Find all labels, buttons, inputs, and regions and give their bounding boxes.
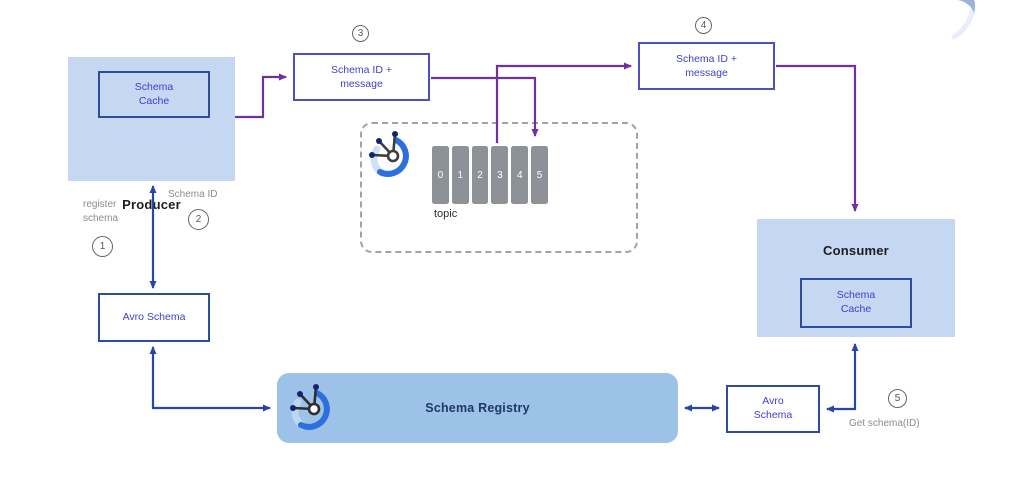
partition-3-label: 3 <box>497 169 503 181</box>
step-circle-3: 3 <box>352 25 369 42</box>
topic-partition: 4 <box>511 146 529 204</box>
schema-id-message-label-consumer: Schema ID + message <box>676 52 737 79</box>
register-schema-label: register schema <box>83 199 119 224</box>
avro-schema-box-right: Avro Schema <box>726 385 820 433</box>
arrow-avro-consumer <box>826 343 859 413</box>
arrow-producer-to-msg3 <box>235 73 287 119</box>
schema-id-message-box-consumer: Schema ID + message <box>638 42 775 90</box>
get-schema-label: Get schema(ID) <box>849 418 920 429</box>
producer-box: Schema Cache Producer <box>68 57 235 212</box>
partition-4-label: 4 <box>516 169 523 181</box>
kafka-icon <box>290 384 330 430</box>
topic-partition: 1 <box>451 146 469 204</box>
step-2-number: 2 <box>195 214 202 225</box>
kafka-broker-container: 0 1 2 3 4 5 topic <box>360 122 638 253</box>
avro-schema-right-label: Avro Schema <box>753 395 793 421</box>
schema-id-label: Schema ID <box>168 189 218 200</box>
avro-schema-box-left: Avro Schema <box>98 293 210 342</box>
step-5-number: 5 <box>894 393 901 404</box>
topic-label: topic <box>434 208 458 220</box>
partition-0-label: 0 <box>437 169 444 181</box>
schema-registry-box: Schema Registry <box>277 373 678 443</box>
step-circle-4: 4 <box>695 17 712 34</box>
consumer-schema-cache-label: Schema Cache <box>836 289 876 315</box>
step-1-number: 1 <box>99 241 106 252</box>
consumer-schema-cache: Schema Cache <box>800 278 912 328</box>
topic-partition: 2 <box>471 146 489 204</box>
step-circle-2: 2 <box>188 209 209 230</box>
topic-partition: 3 <box>491 146 509 204</box>
producer-schema-cache: Schema Cache <box>98 71 210 118</box>
page-curl-decoration <box>951 0 976 40</box>
partition-2-label: 2 <box>477 169 483 181</box>
step-3-number: 3 <box>357 28 364 39</box>
step-circle-1: 1 <box>92 236 113 257</box>
avro-schema-left-label: Avro Schema <box>122 310 186 323</box>
topic-partition: 0 <box>432 146 449 204</box>
arrow-msg4-to-consumer <box>776 64 859 212</box>
partition-5-label: 5 <box>536 169 543 181</box>
schema-id-message-box-producer: Schema ID + message <box>293 53 430 101</box>
schema-registry-label: Schema Registry <box>425 401 530 415</box>
arrow-avro-registry-left <box>149 346 271 412</box>
producer-schema-cache-label: Schema Cache <box>134 80 174 107</box>
consumer-label: Consumer <box>823 243 889 258</box>
step-4-number: 4 <box>700 20 707 31</box>
consumer-box: Consumer Schema Cache <box>757 219 955 337</box>
topic-partitions: 0 1 2 3 4 5 <box>432 146 548 204</box>
step-circle-5: 5 <box>888 389 907 408</box>
partition-1-label: 1 <box>457 169 464 181</box>
topic-partition: 5 <box>531 146 548 204</box>
kafka-icon <box>369 131 409 177</box>
schema-id-message-label-producer: Schema ID + message <box>331 63 392 90</box>
